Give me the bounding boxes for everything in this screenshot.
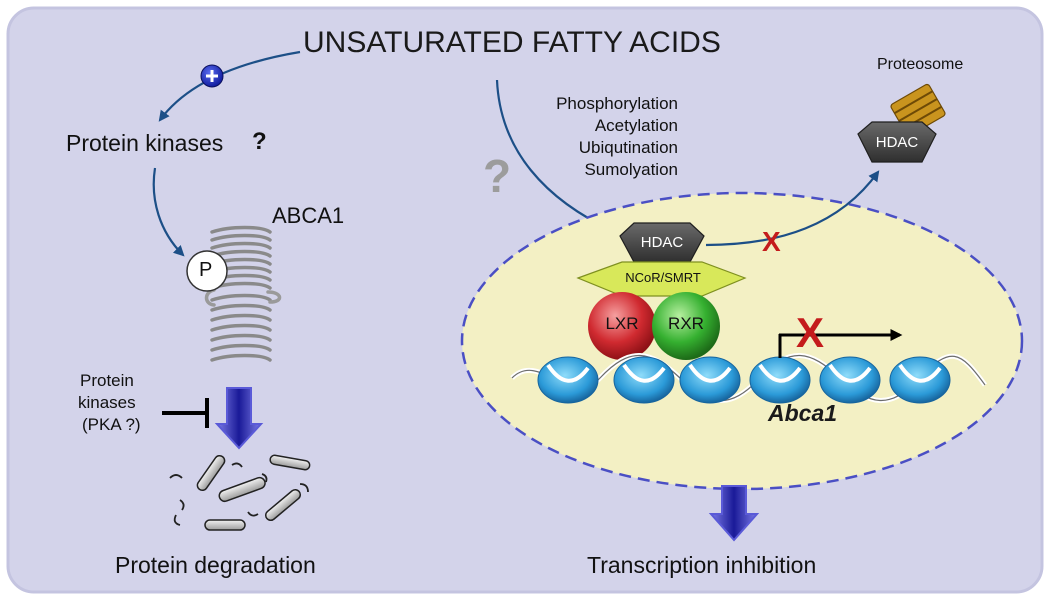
proteasome-label: Proteosome bbox=[877, 56, 964, 73]
diagram-title: UNSATURATED FATTY ACIDS bbox=[303, 26, 721, 59]
hdac-proteasome-label: HDAC bbox=[875, 134, 919, 151]
down-arrow-icon bbox=[214, 387, 264, 450]
block-x-icon: X bbox=[762, 226, 781, 257]
inhibitor-line2: kinases bbox=[78, 393, 136, 412]
dna-wrap bbox=[546, 363, 942, 383]
modification-sumolyation: Sumolyation bbox=[584, 160, 678, 179]
inhibition-bar-icon bbox=[162, 398, 209, 428]
question-mark-icon: ? bbox=[483, 150, 511, 202]
lxr-label: LXR bbox=[605, 314, 639, 333]
modification-acetylation: Acetylation bbox=[594, 116, 678, 135]
nucleus bbox=[460, 191, 1024, 491]
abca1-gene-label: Abca1 bbox=[768, 400, 838, 426]
corepressor-label: NCoR/SMRT bbox=[625, 270, 701, 285]
arc-arrow-icon bbox=[152, 167, 185, 257]
protein-degradation-label: Protein degradation bbox=[115, 552, 316, 578]
block-x-icon: X bbox=[796, 309, 825, 356]
phospho-label: P bbox=[199, 259, 213, 281]
protein-kinases-label: Protein kinases bbox=[66, 130, 224, 156]
modification-phosphorylation: Phosphorylation bbox=[556, 94, 678, 113]
abca1-label: ABCA1 bbox=[272, 203, 345, 228]
arc-arrow-icon bbox=[705, 170, 880, 247]
plus-icon bbox=[200, 64, 224, 88]
hdac-proteasome-shape bbox=[857, 121, 937, 163]
inhibitor-line1: Protein bbox=[80, 371, 134, 390]
modification-ubiqutination: Ubiqutination bbox=[578, 138, 678, 157]
protein-kinases-question: ? bbox=[252, 128, 267, 155]
hdac-nucleus-label: HDAC bbox=[640, 234, 684, 251]
phospho-circle bbox=[186, 250, 228, 292]
lxr-sphere bbox=[588, 292, 656, 360]
protein-fragment-icon bbox=[169, 454, 311, 531]
rxr-sphere bbox=[652, 292, 720, 360]
transcription-start-arrow-icon bbox=[778, 329, 903, 358]
inhibitor-line3: (PKA ?) bbox=[82, 415, 141, 434]
transcription-inhibition-label: Transcription inhibition bbox=[587, 552, 817, 578]
rxr-label: RXR bbox=[668, 314, 704, 333]
